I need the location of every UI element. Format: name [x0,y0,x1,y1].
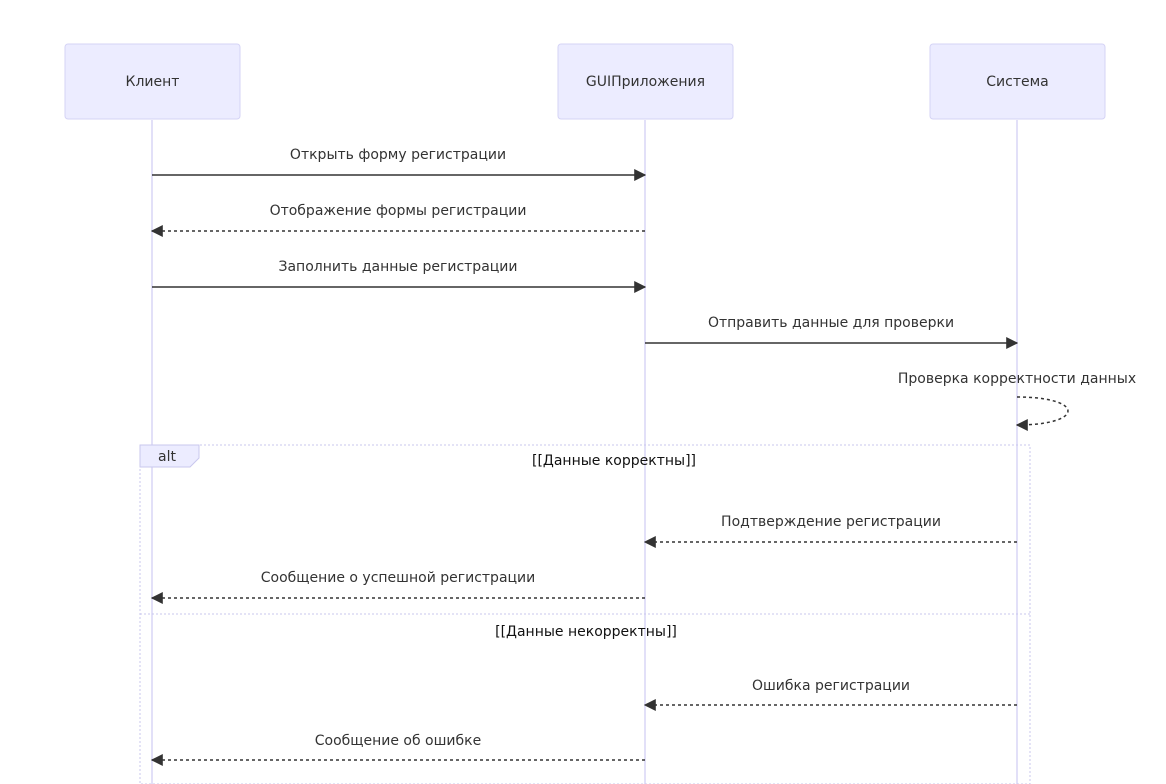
message-send-data-label: Отправить данные для проверки [708,315,954,331]
message-send-data: Отправить данные для проверки [645,315,1019,349]
alt-tab-label: alt [158,449,176,465]
message-fill-data-label: Заполнить данные регистрации [278,259,517,275]
alt-condition-correct: [[Данные корректны]] [532,453,696,469]
message-error-label: Сообщение об ошибке [315,733,481,749]
actor-client-label: Клиент [126,74,180,90]
message-open-form: Открыть форму регистрации [152,147,647,181]
message-registration-error-label: Ошибка регистрации [752,678,910,694]
alt-tab [139,444,200,468]
actor-system-label: Система [986,74,1048,90]
message-validate-data-arrow [1015,396,1069,431]
message-fill-data: Заполнить данные регистрации [152,259,647,293]
message-show-form: Отображение формы регистрации [150,203,645,237]
actor-system: Система [929,43,1106,120]
message-confirm-registration: Подтверждение регистрации [643,514,1017,548]
message-show-form-label: Отображение формы регистрации [270,203,527,219]
message-error: Сообщение об ошибке [150,733,645,766]
message-success-label: Сообщение о успешной регистрации [261,570,536,586]
message-confirm-registration-label: Подтверждение регистрации [721,514,941,530]
actor-client: Клиент [64,43,241,120]
alt-frame: alt [[Данные корректны]] [[Данные некорр… [139,444,1031,784]
message-validate-data-label: Проверка корректности данных [898,371,1136,387]
message-validate-data: Проверка корректности данных [898,371,1136,431]
actor-gui-app: GUIПриложения [557,43,734,120]
message-open-form-label: Открыть форму регистрации [290,147,506,163]
alt-condition-incorrect: [[Данные некорректны]] [495,624,677,640]
message-registration-error: Ошибка регистрации [643,678,1017,711]
message-success: Сообщение о успешной регистрации [150,570,645,604]
actor-gui-app-label: GUIПриложения [586,74,705,90]
